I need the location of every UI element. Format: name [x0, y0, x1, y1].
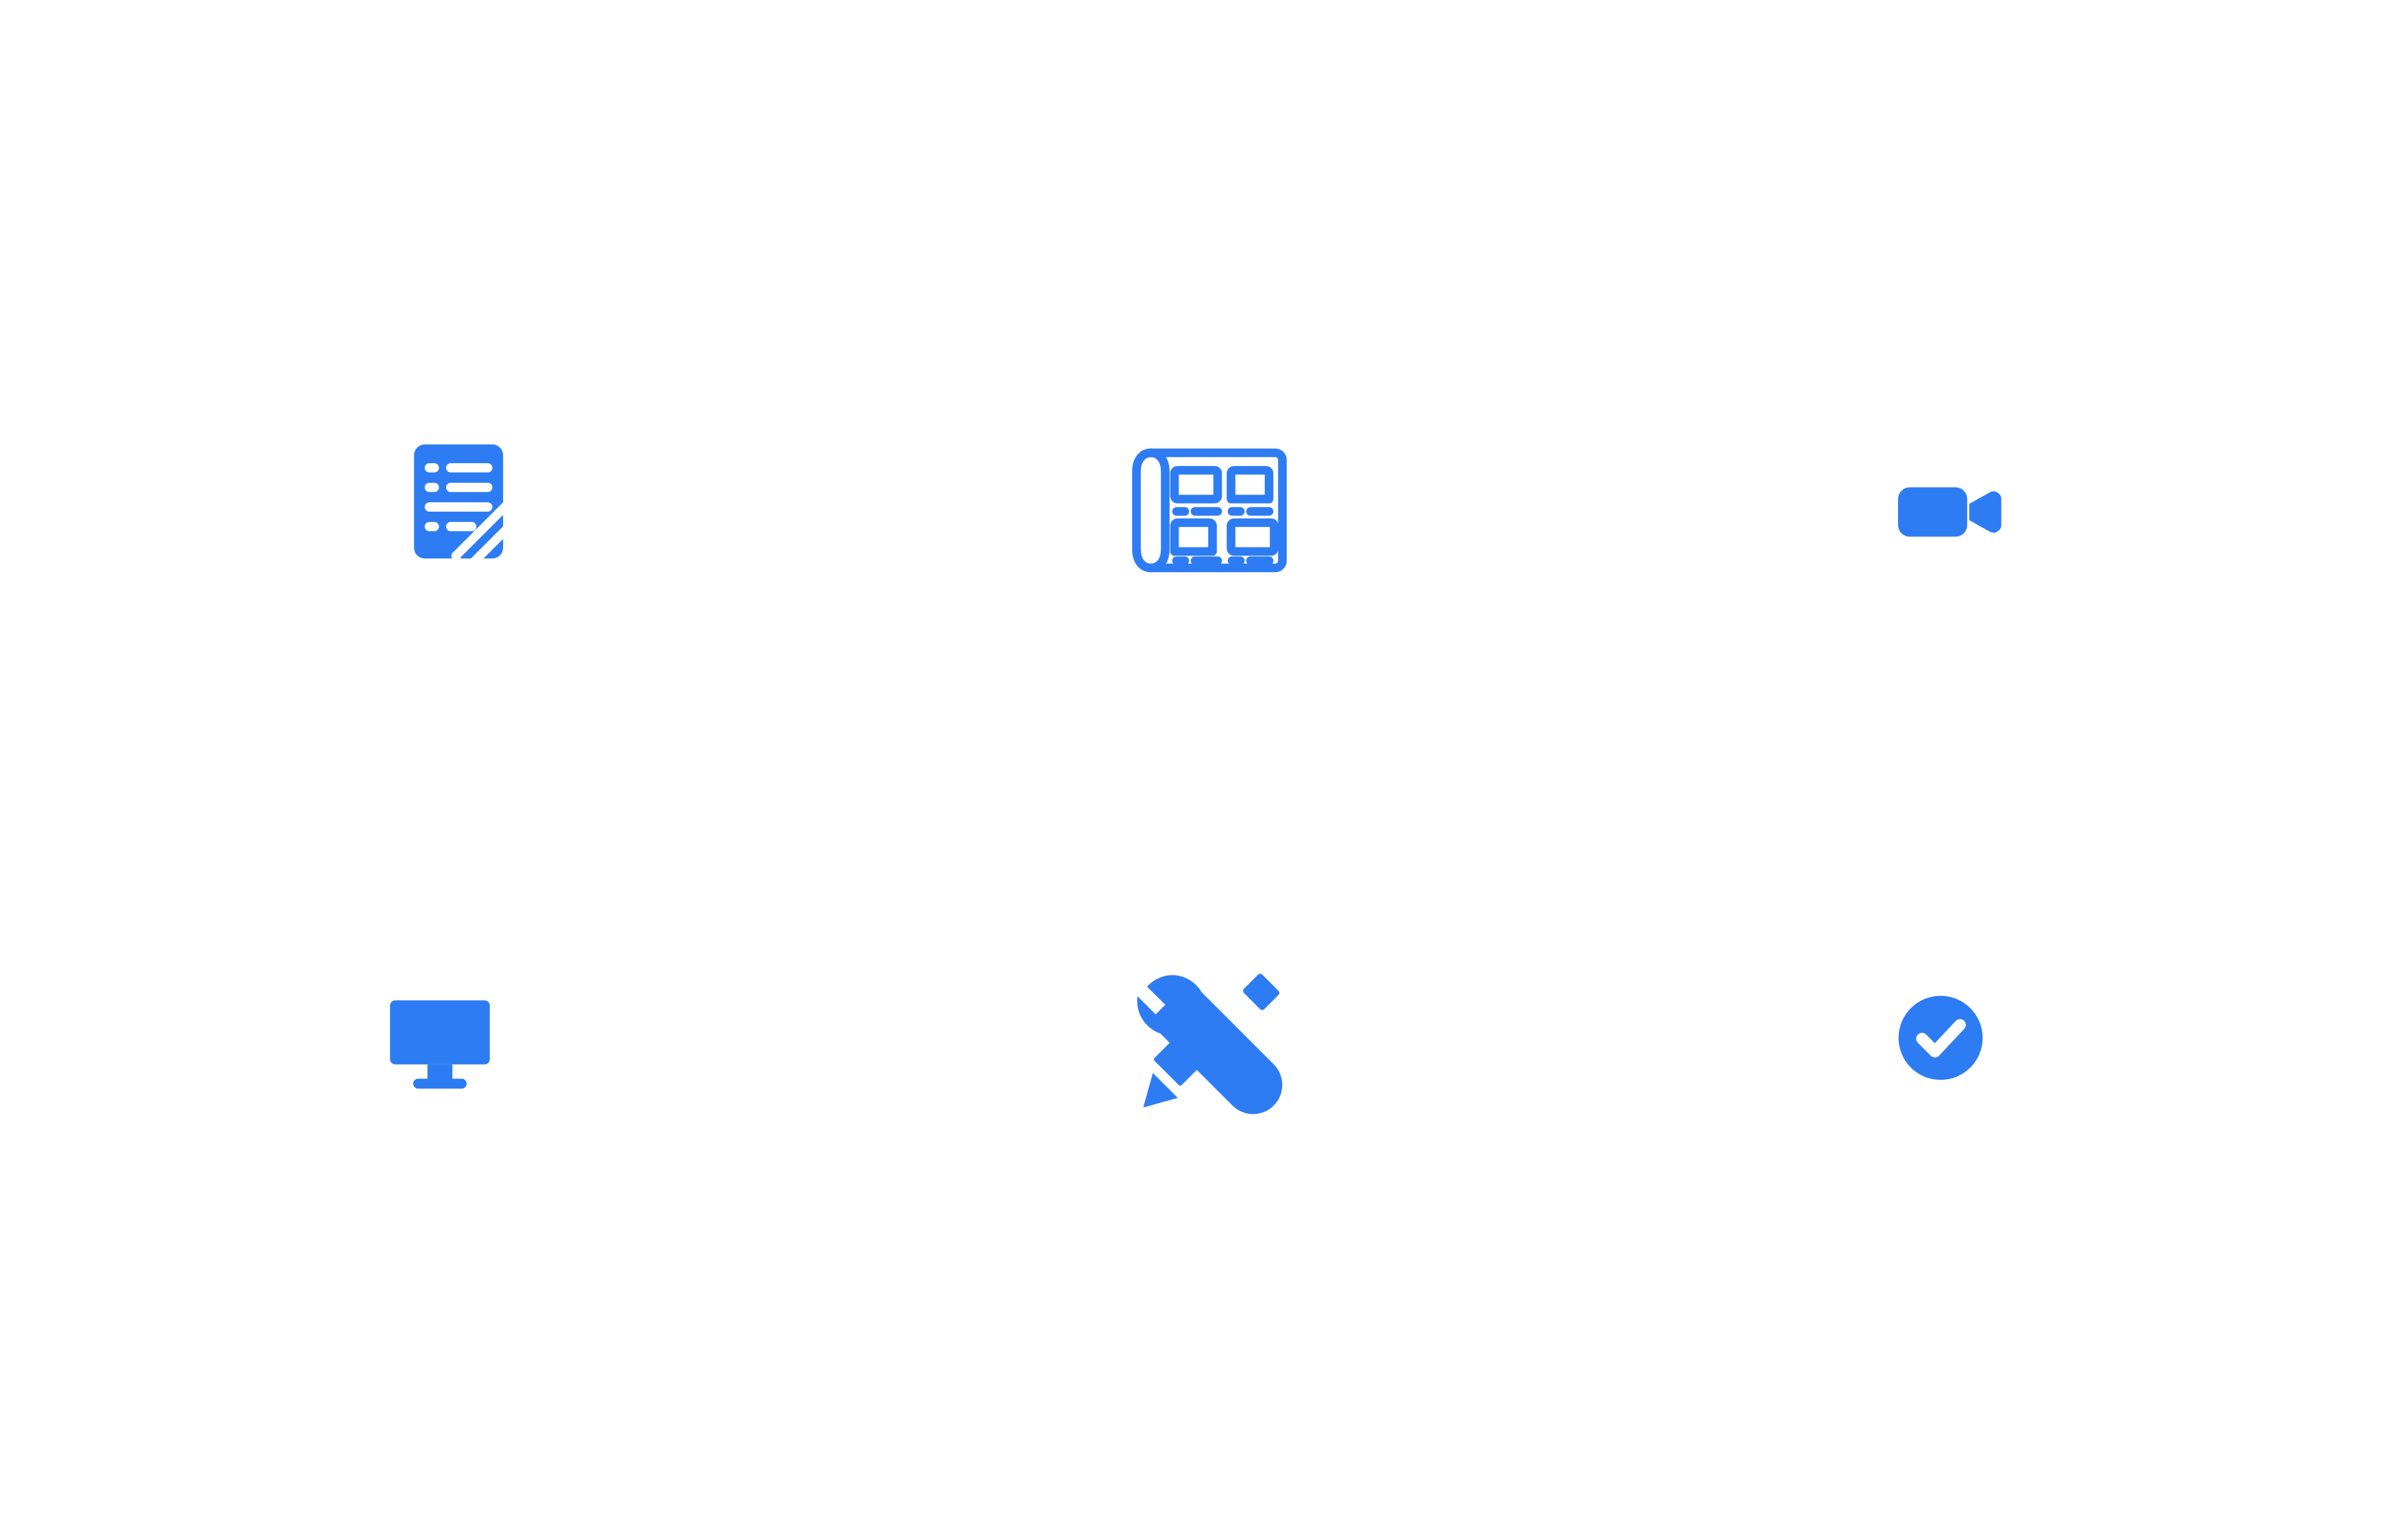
video-camera-body — [1898, 487, 1967, 537]
check-circle-icon — [1898, 995, 1983, 1080]
document-line-2 — [446, 482, 493, 493]
document-bullet-3 — [424, 521, 439, 532]
blueprint-panel-top-left — [1170, 466, 1222, 504]
document-line-3 — [424, 502, 493, 512]
blueprint-panel-top-right — [1227, 466, 1274, 504]
tools-wrench — [1137, 975, 1283, 1115]
tools-pencil-tip — [1143, 1073, 1178, 1108]
video-camera-lens — [1969, 491, 2002, 533]
blueprint-panel-bottom-left — [1170, 518, 1217, 556]
document-line-4 — [446, 521, 477, 532]
video-camera-icon — [1898, 487, 2002, 537]
blueprint-curl-left — [1132, 448, 1155, 573]
check-mark-glyph — [1916, 1019, 1966, 1058]
blueprint-icon — [1132, 448, 1287, 573]
document-edit-icon — [414, 444, 537, 581]
monitor-screen — [390, 1000, 490, 1065]
document-bullet-1 — [424, 463, 439, 473]
monitor-stand-base — [413, 1078, 467, 1089]
document-pencil-shape — [451, 487, 537, 581]
monitor-stand-neck — [427, 1064, 453, 1081]
document-edit-icon-cell[interactable] — [384, 421, 562, 599]
blueprint-panel-bottom-right — [1227, 518, 1279, 556]
blueprint-sheet-outline — [1146, 448, 1287, 573]
video-camera-icon-cell[interactable] — [1857, 428, 2021, 593]
tools-icon-cell[interactable] — [1114, 945, 1305, 1137]
monitor-icon-cell[interactable] — [360, 952, 538, 1130]
blueprint-icon-cell[interactable] — [1107, 408, 1312, 613]
monitor-icon — [390, 1000, 490, 1089]
check-circle-icon-cell[interactable] — [1860, 957, 2021, 1119]
document-line-1 — [446, 463, 493, 473]
blueprint-curl-right — [1146, 448, 1170, 573]
wrench-pencil-tools-icon — [1137, 973, 1283, 1115]
document-bullet-2 — [424, 482, 439, 493]
